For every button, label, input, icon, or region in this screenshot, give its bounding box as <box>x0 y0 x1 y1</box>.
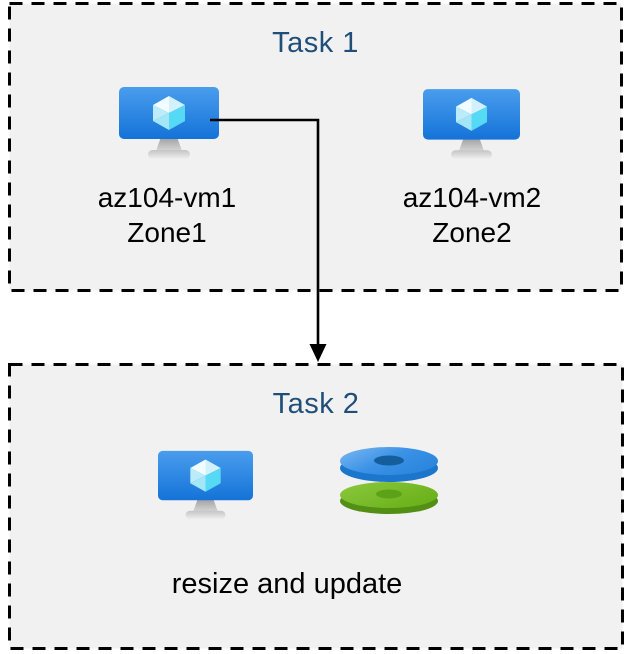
cube-icon <box>190 459 221 492</box>
task2-caption: resize and update <box>171 568 403 600</box>
task2-title: Task 2 <box>272 388 360 420</box>
vm2-zone: Zone2 <box>432 217 512 248</box>
task1-box: Task 1 az104-vm1 Zone1 <box>8 2 623 292</box>
task1-title: Task 1 <box>272 27 359 59</box>
disk-green <box>340 482 438 514</box>
vm1-zone: Zone1 <box>127 217 207 248</box>
disk-blue <box>340 447 438 482</box>
task2-vm-icon <box>158 450 253 520</box>
monitor-stand <box>451 137 492 159</box>
vm1-label: az104-vm1 Zone1 <box>47 180 287 250</box>
vm1-icon <box>119 87 219 159</box>
monitor-stand <box>148 137 190 159</box>
cube-icon <box>455 97 488 131</box>
task2-box: Task 2 <box>8 363 624 650</box>
vm2-name: az104-vm2 <box>402 182 542 213</box>
cube-icon <box>153 96 185 130</box>
vm2-label: az104-vm2 Zone2 <box>352 180 592 250</box>
arrowhead-icon <box>309 344 327 362</box>
task2-dashed-border <box>8 363 624 650</box>
monitor-stand <box>185 498 226 520</box>
disks-icon <box>340 447 438 514</box>
vm2-icon <box>423 89 520 159</box>
vm1-name: az104-vm1 <box>97 182 237 213</box>
